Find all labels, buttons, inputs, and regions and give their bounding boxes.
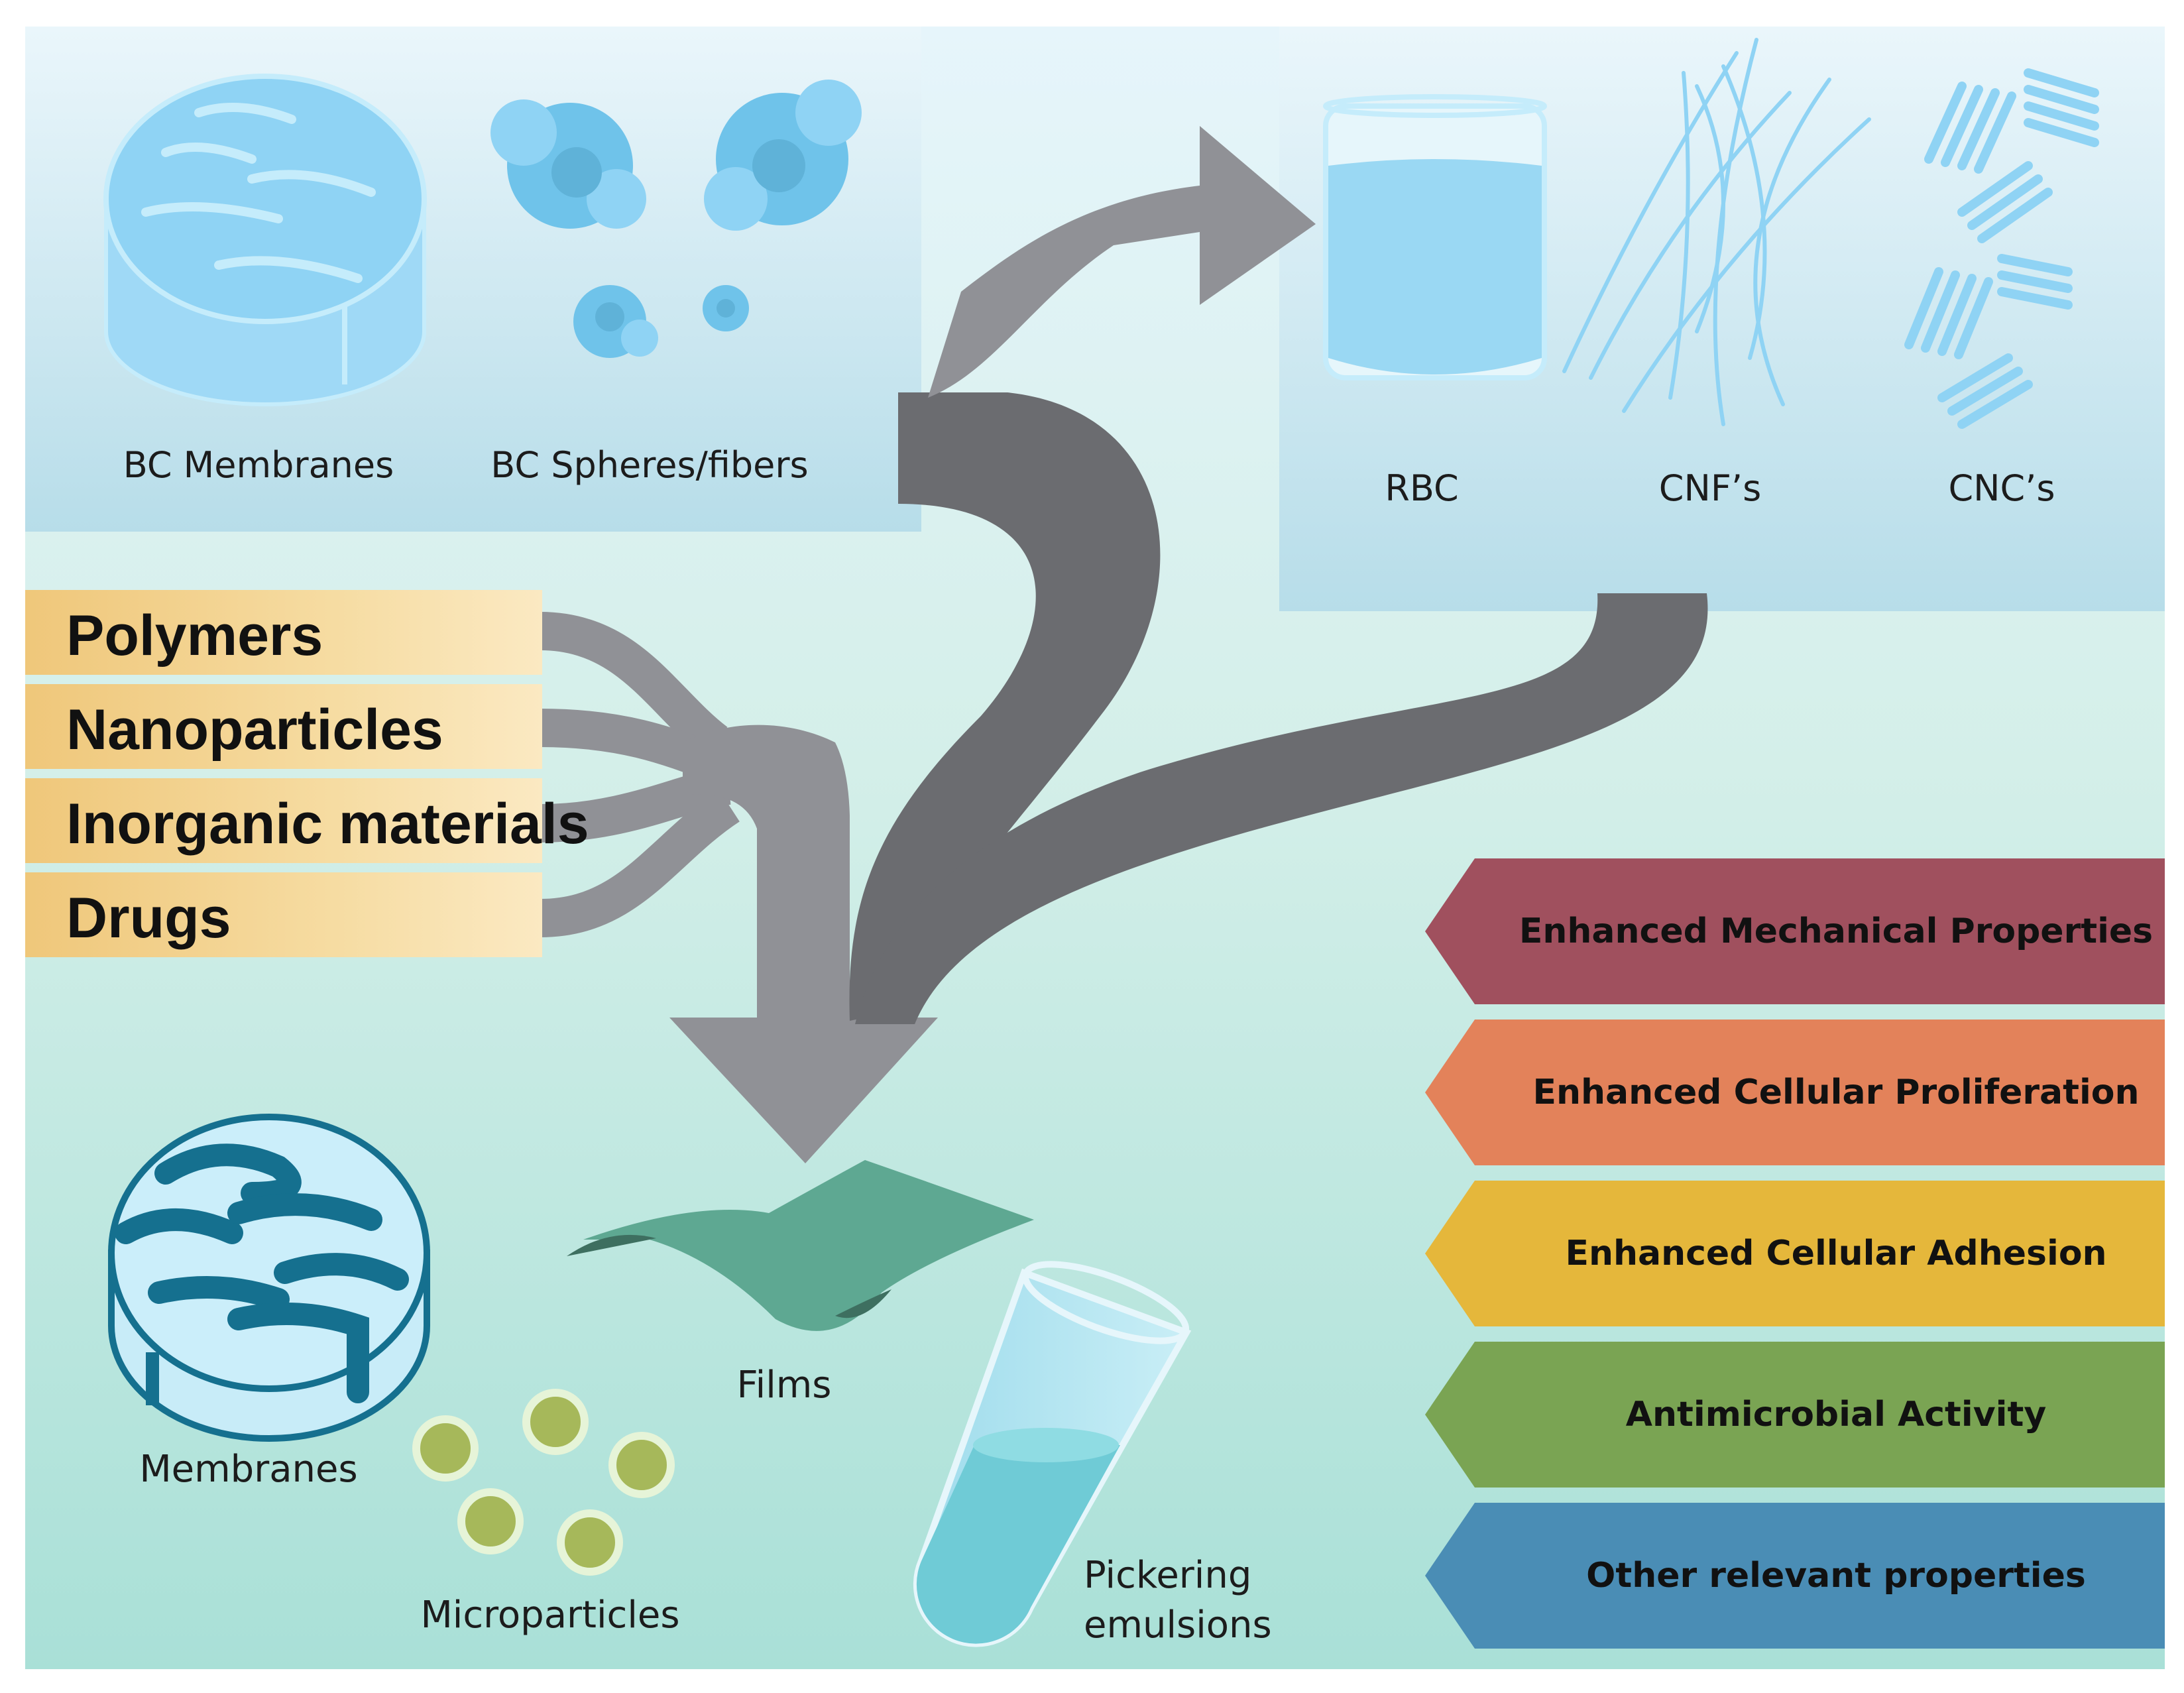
property-chevron-adhesion [1425,1181,2165,1326]
bc-membranes-label: BC Membranes [123,444,394,486]
pickering-label-line2: emulsions [1084,1604,1272,1647]
property-label-antimicrobial: Antimicrobial Activity [1626,1395,2046,1434]
property-chevron-other [1425,1503,2165,1649]
ingredient-box-inorganic [25,778,542,863]
pickering-tube-icon [913,1261,1192,1647]
property-label-other: Other relevant properties [1586,1556,2086,1596]
microparticles-label: Microparticles [420,1594,679,1637]
ingredient-label-inorganic: Inorganic materials [66,792,589,856]
property-label-adhesion: Enhanced Cellular Adhesion [1565,1234,2106,1273]
cnf-fibers-icon [1562,38,1871,426]
films-label: Films [737,1364,832,1407]
cnc-label: CNC’s [1948,467,2055,509]
membrane-product-icon [108,1114,430,1442]
bc-membrane-icon [103,74,427,406]
ingredient-box-drugs [25,872,542,957]
ingredient-boxes [25,590,542,957]
property-label-proliferation: Enhanced Cellular Proliferation [1532,1073,2139,1112]
property-label-mechanical: Enhanced Mechanical Properties [1519,911,2153,951]
properties-list [1425,858,2165,1649]
bc-spheres-icon [490,80,862,358]
ingredient-label-drugs: Drugs [66,886,231,950]
microparticles-icon [412,1389,675,1576]
film-icon [567,1160,1034,1331]
ingredient-box-nanoparticles [25,684,542,769]
ingredient-label-polymers: Polymers [66,604,323,668]
rbc-beaker-icon [1323,94,1547,380]
nanocellulose-to-product-arrow [855,593,1708,1024]
ingredient-merge-arrow [669,725,938,1163]
pickering-label-line1: Pickering [1084,1554,1251,1597]
ingredient-box-polymers [25,590,542,675]
bc-spheres-label: BC Spheres/fibers [490,444,808,486]
cnc-rods-icon [1904,68,2099,429]
bc-to-nanocellulose-arrow [928,126,1316,398]
property-chevron-mechanical [1425,858,2165,1004]
property-chevron-proliferation [1425,1020,2165,1165]
rbc-label: RBC [1385,467,1458,509]
membranes-label: Membranes [139,1448,357,1491]
cnf-label: CNF’s [1659,467,1761,509]
property-chevron-antimicrobial [1425,1342,2165,1488]
ingredient-label-nanoparticles: Nanoparticles [66,698,443,762]
bc-to-product-arrow [849,392,1161,1021]
